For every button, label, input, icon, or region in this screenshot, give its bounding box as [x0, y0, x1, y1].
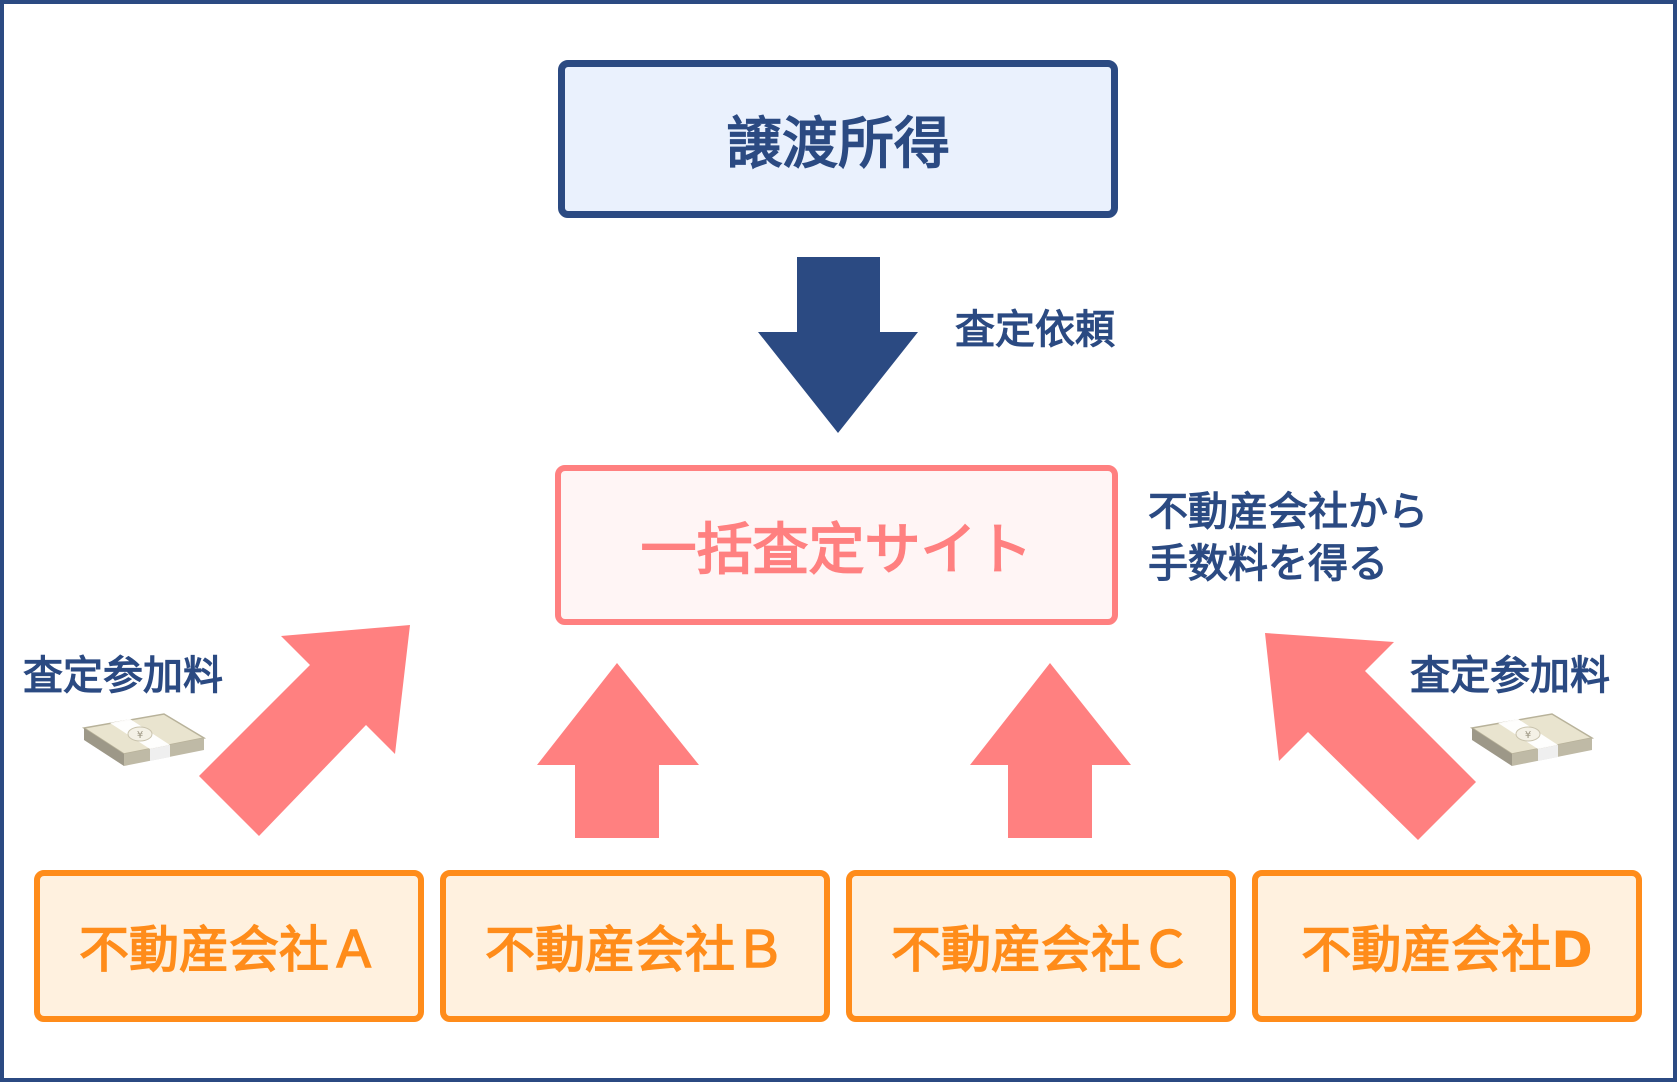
- bulk-appraisal-site-box: 一括査定サイト: [555, 465, 1118, 625]
- yen-banknote-bundle-icon: ¥: [1469, 713, 1595, 766]
- fee-note-line2: 手数料を得る: [1148, 541, 1388, 587]
- svg-text:¥: ¥: [1525, 730, 1531, 741]
- company-a-box: 不動産会社Ａ: [34, 870, 424, 1022]
- fee-note: 不動産会社から 手数料を得る: [1148, 486, 1428, 590]
- bulk-appraisal-site-label: 一括査定サイト: [640, 517, 1033, 583]
- participation-fee-label-left: 査定参加料: [23, 653, 223, 699]
- request-arrow: [758, 257, 918, 433]
- company-a-label: 不動産会社Ａ: [79, 921, 379, 979]
- up-arrow-c: [970, 663, 1131, 838]
- company-d-label: 不動産会社D: [1301, 921, 1593, 979]
- request-label: 査定依頼: [955, 307, 1115, 353]
- capital-gains-label: 譲渡所得: [726, 111, 950, 177]
- company-d-box: 不動産会社D: [1252, 870, 1642, 1022]
- up-right-arrow-a: [199, 625, 410, 836]
- company-c-label: 不動産会社Ｃ: [891, 921, 1191, 979]
- participation-fee-label-right: 査定参加料: [1410, 653, 1610, 699]
- svg-text:¥: ¥: [137, 730, 143, 741]
- company-b-box: 不動産会社Ｂ: [440, 870, 830, 1022]
- company-c-box: 不動産会社Ｃ: [846, 870, 1236, 1022]
- up-left-arrow-d: [1265, 633, 1476, 840]
- fee-note-line1: 不動産会社から: [1148, 489, 1428, 535]
- up-arrow-b: [537, 663, 699, 838]
- yen-banknote-bundle-icon: ¥: [81, 713, 207, 766]
- company-b-label: 不動産会社Ｂ: [485, 921, 785, 979]
- capital-gains-box: 譲渡所得: [558, 60, 1118, 218]
